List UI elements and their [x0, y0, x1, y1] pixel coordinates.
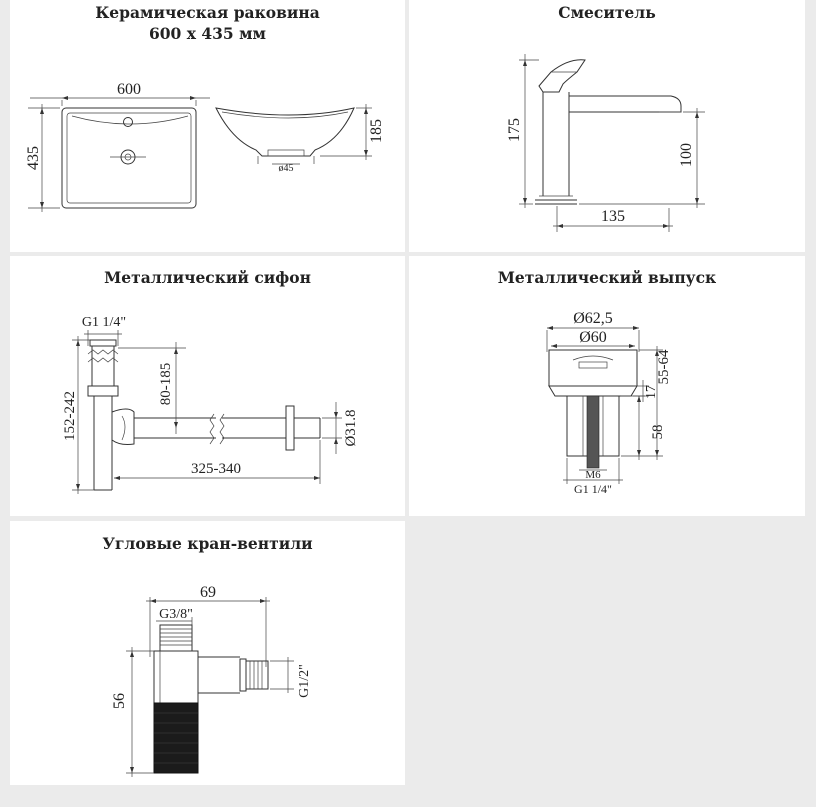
drain-bottom-dimensions: M6 G1 1/4" — [563, 458, 623, 496]
drain-length-dimension: 58 — [621, 395, 666, 460]
panel-mixer: Смеситель 175 — [409, 0, 805, 252]
drain-length-label: 58 — [650, 425, 666, 440]
drain-height-label: 55-64 — [656, 349, 672, 384]
drain-height-dimension: 55-64 — [621, 346, 672, 460]
siphon-height-label: 152-242 — [62, 391, 78, 441]
drain-collar-label: 17 — [644, 385, 659, 399]
basin-width-dimension: 600 — [30, 81, 210, 106]
valve-drawing: 69 G3/8" — [111, 584, 312, 777]
drain-flange-label: Ø62,5 — [573, 310, 613, 327]
drain-bolt-label: M6 — [585, 469, 601, 481]
drain-body — [546, 330, 640, 469]
mixer-drawing: 175 100 135 — [506, 54, 705, 232]
siphon-length-label: 325-340 — [191, 461, 241, 477]
basin-depth-dimension: 435 — [25, 104, 60, 212]
mixer-height-dimension: 175 — [506, 54, 539, 208]
mixer-reach-dimension: 135 — [553, 206, 673, 232]
valve-outlet-label: G1/2" — [297, 664, 312, 698]
basin-height-label: 185 — [368, 119, 385, 143]
siphon-outlet-height-dimension: 80-185 — [118, 342, 186, 434]
valve-body — [153, 624, 269, 774]
panel-angle-valve: Угловые кран-вентили 69 G3/8" — [10, 521, 405, 785]
mixer-title: Смеситель — [558, 3, 656, 22]
drain-cap-dimension: Ø60 — [551, 329, 635, 348]
basin-depth-label: 435 — [25, 146, 42, 170]
valve-inlet-label: G3/8" — [159, 607, 193, 622]
valve-length-label: 69 — [200, 584, 216, 601]
mixer-reach-label: 135 — [601, 208, 625, 225]
siphon-length-dimension: 325-340 — [114, 440, 321, 484]
basin-title-line1: Керамическая раковина — [95, 3, 320, 22]
basin-drain-label: ø45 — [279, 163, 294, 174]
mixer-spout-height-dimension: 100 — [579, 108, 705, 208]
valve-height-label: 56 — [111, 693, 128, 709]
mixer-body — [535, 59, 682, 205]
basin-top-view — [61, 107, 197, 209]
empty-panel — [409, 521, 805, 785]
basin-width-label: 600 — [117, 81, 141, 98]
siphon-pipe-diameter-dimension: Ø31.8 — [322, 402, 359, 454]
valve-title: Угловые кран-вентили — [102, 534, 313, 553]
panel-metal-siphon: Металлический сифон G1 1/4" — [10, 256, 405, 516]
valve-outlet-dimension: G1/2" — [270, 657, 312, 698]
siphon-drawing: G1 1/4" — [62, 315, 359, 494]
valve-height-dimension: 56 — [111, 647, 154, 777]
drain-drawing: Ø62,5 Ø60 — [546, 310, 672, 496]
basin-drawing: 600 435 ø45 185 — [25, 81, 385, 212]
siphon-body — [87, 339, 321, 491]
drain-flange-dimension: Ø62,5 — [547, 310, 639, 330]
siphon-outlet-height-label: 80-185 — [158, 363, 174, 406]
valve-inlet-dimension: G3/8" — [156, 607, 193, 637]
mixer-height-label: 175 — [506, 118, 523, 142]
panel-metal-drain: Металлический выпуск Ø62,5 Ø60 — [409, 256, 805, 516]
panel-ceramic-basin: Керамическая раковина 600 x 435 мм 600 — [10, 0, 405, 252]
basin-height-dimension: 185 — [320, 104, 385, 160]
siphon-height-dimension: 152-242 — [62, 336, 94, 494]
siphon-pipe-diameter-label: Ø31.8 — [343, 409, 359, 446]
siphon-thread-dimension: G1 1/4" — [82, 315, 126, 346]
siphon-title: Металлический сифон — [104, 268, 311, 287]
valve-length-dimension: 69 — [146, 584, 270, 667]
drain-thread-label: G1 1/4" — [574, 482, 612, 496]
siphon-thread-label: G1 1/4" — [82, 315, 126, 330]
drain-title: Металлический выпуск — [497, 268, 717, 287]
mixer-spout-height-label: 100 — [678, 143, 695, 167]
basin-title-line2: 600 x 435 мм — [148, 24, 267, 43]
basin-side-view: ø45 — [215, 107, 355, 174]
drain-cap-label: Ø60 — [579, 329, 607, 346]
